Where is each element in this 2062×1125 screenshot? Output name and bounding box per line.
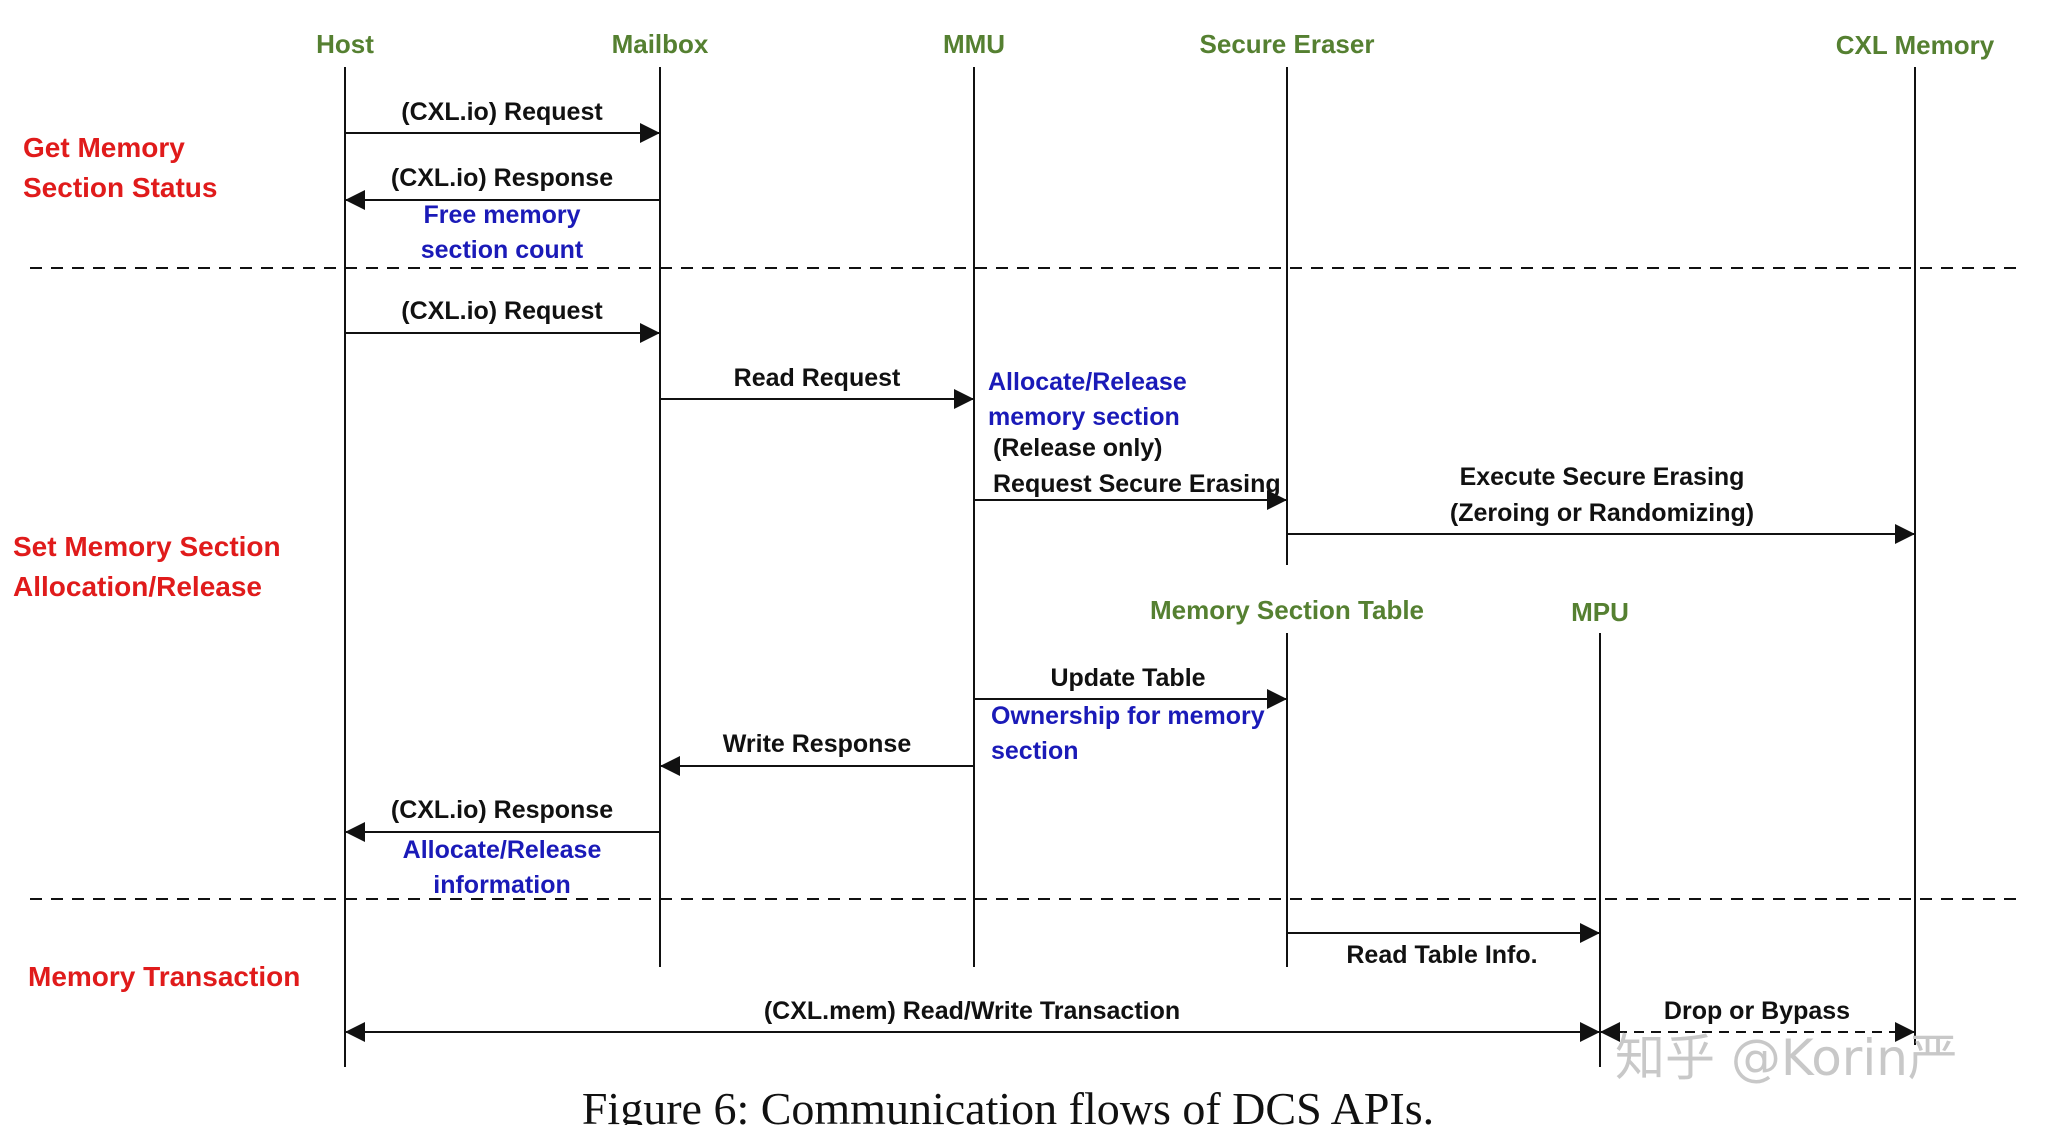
message-label-read-request: Read Request (734, 364, 901, 392)
lifeline-label-secure-eraser: Secure Eraser (1200, 29, 1375, 59)
message-label-response: (CXL.io) Response (391, 796, 613, 824)
section-label-memory-transaction: Memory Transaction (28, 961, 300, 992)
watermark: 知乎 @Korin严 (1615, 1029, 1958, 1087)
message-label-rw-transaction: (CXL.mem) Read/Write Transaction (764, 997, 1180, 1025)
message-label-response: (CXL.io) Response (391, 164, 613, 192)
lifeline-label-mailbox: Mailbox (612, 29, 709, 59)
message-label-read-table-info: Read Table Info. (1346, 941, 1537, 969)
lifeline-label-memory-section-table: Memory Section Table (1150, 595, 1424, 625)
message-label-request: (CXL.io) Request (401, 98, 603, 126)
message-label-request-secure-erasing: (Release only)Request Secure Erasing (993, 434, 1281, 498)
message-label-update-table: Update Table (1050, 664, 1205, 692)
message-label-write-response: Write Response (723, 730, 912, 758)
message-label-request: (CXL.io) Request (401, 297, 603, 325)
lifeline-label-host: Host (316, 29, 374, 59)
lifeline-label-mmu: MMU (943, 29, 1005, 59)
lifeline-label-cxl-memory: CXL Memory (1836, 30, 1995, 60)
message-label-execute-secure-erasing: Execute Secure Erasing(Zeroing or Random… (1450, 463, 1754, 527)
message-label-drop-or-bypass: Drop or Bypass (1664, 997, 1850, 1025)
figure-caption: Figure 6: Communication flows of DCS API… (582, 1083, 1434, 1125)
lifeline-label-mpu: MPU (1571, 597, 1629, 627)
